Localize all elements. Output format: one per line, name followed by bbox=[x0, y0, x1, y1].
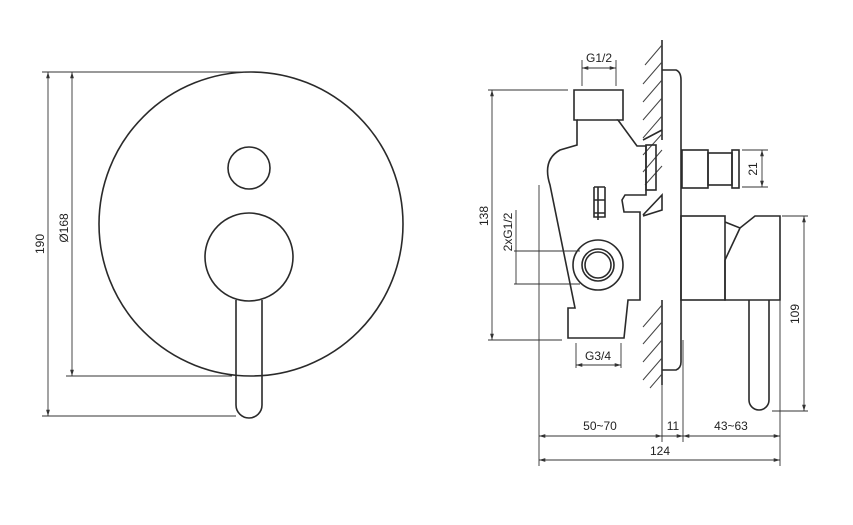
dim-label-g1-2: G1/2 bbox=[586, 51, 612, 65]
dim-label-190: 190 bbox=[33, 234, 47, 254]
dim-label-124: 124 bbox=[650, 444, 670, 458]
dim-label-50-70: 50~70 bbox=[583, 419, 617, 433]
dimension-g1-2-top: G1/2 bbox=[581, 51, 617, 86]
dim-label-2xg1-2: 2xG1/2 bbox=[501, 212, 515, 251]
dim-label-43-63: 43~63 bbox=[714, 419, 748, 433]
dim-label-g3-4: G3/4 bbox=[585, 349, 611, 363]
cover-plate-circle bbox=[98, 71, 404, 377]
dim-label-11: 11 bbox=[667, 419, 680, 433]
dim-label-21: 21 bbox=[746, 162, 760, 176]
dimension-diameter-168: Ø168 bbox=[57, 72, 232, 377]
lever bbox=[235, 300, 263, 419]
dimension-depth: 50~70 11 43~63 124 bbox=[538, 185, 781, 466]
side-view: G1/2 138 2xG1/2 G3/4 21 109 bbox=[477, 40, 808, 466]
cover-plate bbox=[662, 69, 682, 371]
valve-body bbox=[546, 89, 657, 339]
dimension-g3-4: G3/4 bbox=[575, 343, 622, 368]
mixer-handle-base bbox=[204, 212, 294, 302]
dimension-138: 138 bbox=[477, 89, 568, 341]
dimension-190: 190 bbox=[33, 71, 245, 417]
dim-label-diameter: Ø168 bbox=[57, 213, 71, 243]
lever-side bbox=[680, 215, 781, 411]
front-view: 190 Ø168 bbox=[33, 71, 404, 419]
dimension-109: 109 bbox=[772, 215, 808, 412]
dimension-2xg1-2: 2xG1/2 bbox=[501, 210, 580, 285]
dim-label-109: 109 bbox=[788, 304, 802, 324]
wall-hatch bbox=[642, 40, 663, 389]
diverter-knob bbox=[227, 146, 271, 190]
dim-label-138: 138 bbox=[477, 206, 491, 226]
dimension-21: 21 bbox=[742, 149, 768, 188]
knob-side bbox=[681, 149, 740, 189]
